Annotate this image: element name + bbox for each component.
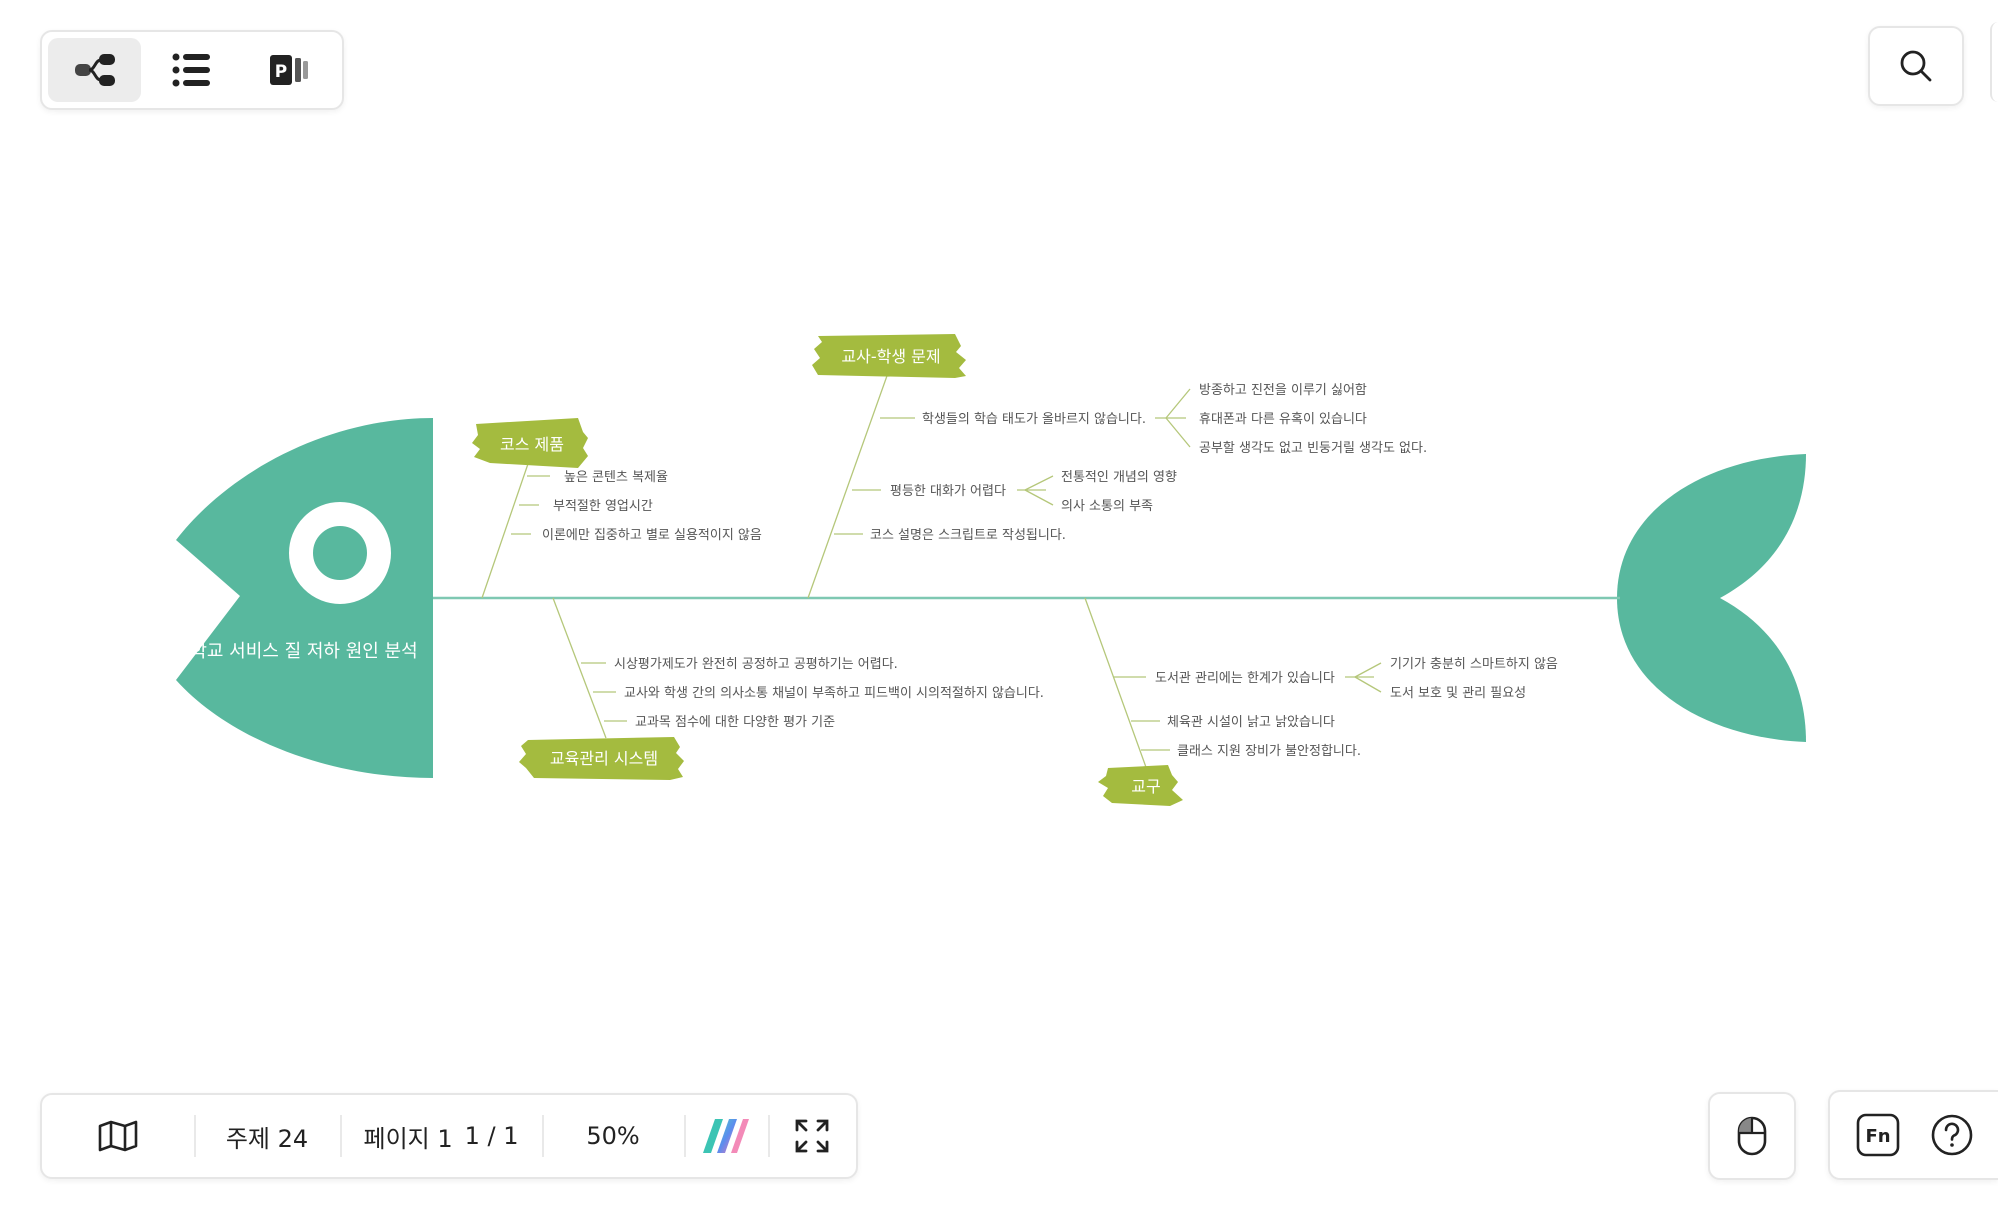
help-icon <box>1931 1114 1972 1156</box>
mindmap-view-button[interactable] <box>48 38 142 102</box>
topic-count: 주제 24 <box>194 1095 340 1177</box>
zoom-level[interactable]: 50% <box>542 1095 684 1177</box>
cause-sub-item[interactable]: 공부할 생각도 없고 빈둥거릴 생각도 없다. <box>1199 441 1427 456</box>
fish-eye <box>289 502 391 604</box>
help-button[interactable] <box>1931 1114 1973 1156</box>
outline-list-icon <box>172 53 210 87</box>
cause-item[interactable]: 클래스 지원 장비가 불안정합니다. <box>1177 744 1361 759</box>
category-label: 교구 <box>1131 777 1160 796</box>
category-label: 교사-학생 문제 <box>841 347 940 366</box>
category-label: 코스 제품 <box>500 435 564 454</box>
cause-sub-item[interactable]: 기기가 충분히 스마트하지 않음 <box>1390 657 1558 672</box>
category-teacher[interactable]: 교사-학생 문제 <box>812 334 966 378</box>
cause-item[interactable]: 교사와 학생 간의 의사소통 채널이 부족하고 피드백이 시의적절하지 않습니다… <box>624 686 1044 701</box>
search-icon <box>1900 50 1932 82</box>
side-panel-edge[interactable] <box>1990 22 1998 102</box>
shortcut-help-panel: Fn <box>1828 1090 1998 1180</box>
diagram-title[interactable]: 학교 서비스 질 저하 원인 분석 <box>190 641 417 662</box>
cause-item[interactable]: 코스 설명은 스크립트로 작성됩니다. <box>870 528 1066 543</box>
cause-item[interactable]: 도서관 관리에는 한계가 있습니다 <box>1155 671 1335 686</box>
mouse-icon <box>1737 1116 1767 1156</box>
outline-view-button[interactable] <box>145 38 238 102</box>
bottom-toolbar: 주제 24 페이지 1 1 / 1 50% <box>40 1093 858 1179</box>
category-tools[interactable]: 교구 <box>1098 765 1183 806</box>
cause-item[interactable]: 체육관 시설이 낡고 낡았습니다 <box>1167 715 1335 730</box>
fullscreen-button[interactable] <box>768 1095 856 1177</box>
cause-sub-item[interactable]: 도서 보호 및 관리 필요성 <box>1390 686 1526 701</box>
page-label: 페이지 1 <box>363 1124 453 1153</box>
topic-count-label: 주제 24 <box>225 1124 309 1153</box>
category-label: 교육관리 시스템 <box>550 749 658 768</box>
svg-text:P: P <box>275 62 287 82</box>
cause-item[interactable]: 학생들의 학습 태도가 올바르지 않습니다. <box>922 412 1146 427</box>
cause-sub-item[interactable]: 방종하고 진전을 이루기 싫어함 <box>1199 383 1367 398</box>
svg-text:Fn: Fn <box>1865 1126 1890 1147</box>
map-icon <box>98 1120 138 1152</box>
bone-lines <box>481 372 1382 771</box>
cause-item[interactable]: 평등한 대화가 어렵다 <box>890 484 1006 499</box>
category-course[interactable]: 코스 제품 <box>472 418 588 468</box>
view-switcher: P <box>40 30 344 110</box>
cause-item[interactable]: 이론에만 집중하고 별로 실용적이지 않음 <box>542 528 762 543</box>
mouse-mode-button[interactable] <box>1708 1092 1796 1180</box>
cause-item[interactable]: 시상평가제도가 완전히 공정하고 공평하기는 어렵다. <box>614 657 898 672</box>
fish-head[interactable] <box>176 418 433 778</box>
minimap-button[interactable] <box>42 1095 194 1177</box>
cause-item[interactable]: 높은 콘텐츠 복제율 <box>564 470 668 485</box>
mindmap-icon <box>74 54 115 86</box>
cause-item[interactable]: 교과목 점수에 대한 다양한 평가 기준 <box>635 715 835 730</box>
category-edu[interactable]: 교육관리 시스템 <box>519 737 684 780</box>
fish-tail-lower <box>1617 598 1806 742</box>
fullscreen-icon <box>795 1119 829 1153</box>
presentation-icon: P <box>270 55 309 85</box>
app-logo-icon <box>703 1119 749 1153</box>
cause-sub-item[interactable]: 휴대폰과 다른 유혹이 있습니다 <box>1199 412 1367 427</box>
shortcut-keys-button[interactable]: Fn <box>1856 1113 1900 1157</box>
fn-key-icon: Fn <box>1856 1113 1899 1157</box>
zoom-value: 50% <box>586 1122 640 1150</box>
page-count: 1 / 1 <box>464 1122 519 1150</box>
cause-sub-item[interactable]: 전통적인 개념의 영향 <box>1061 470 1177 485</box>
page-indicator[interactable]: 페이지 1 1 / 1 <box>340 1095 542 1177</box>
search-button[interactable] <box>1868 26 1964 106</box>
presentation-view-button[interactable]: P <box>243 38 336 102</box>
cause-sub-item[interactable]: 의사 소통의 부족 <box>1061 499 1153 514</box>
fish-tail-upper <box>1617 454 1806 598</box>
cause-item[interactable]: 부적절한 영업시간 <box>553 499 653 514</box>
app-logo-button[interactable] <box>684 1095 768 1177</box>
